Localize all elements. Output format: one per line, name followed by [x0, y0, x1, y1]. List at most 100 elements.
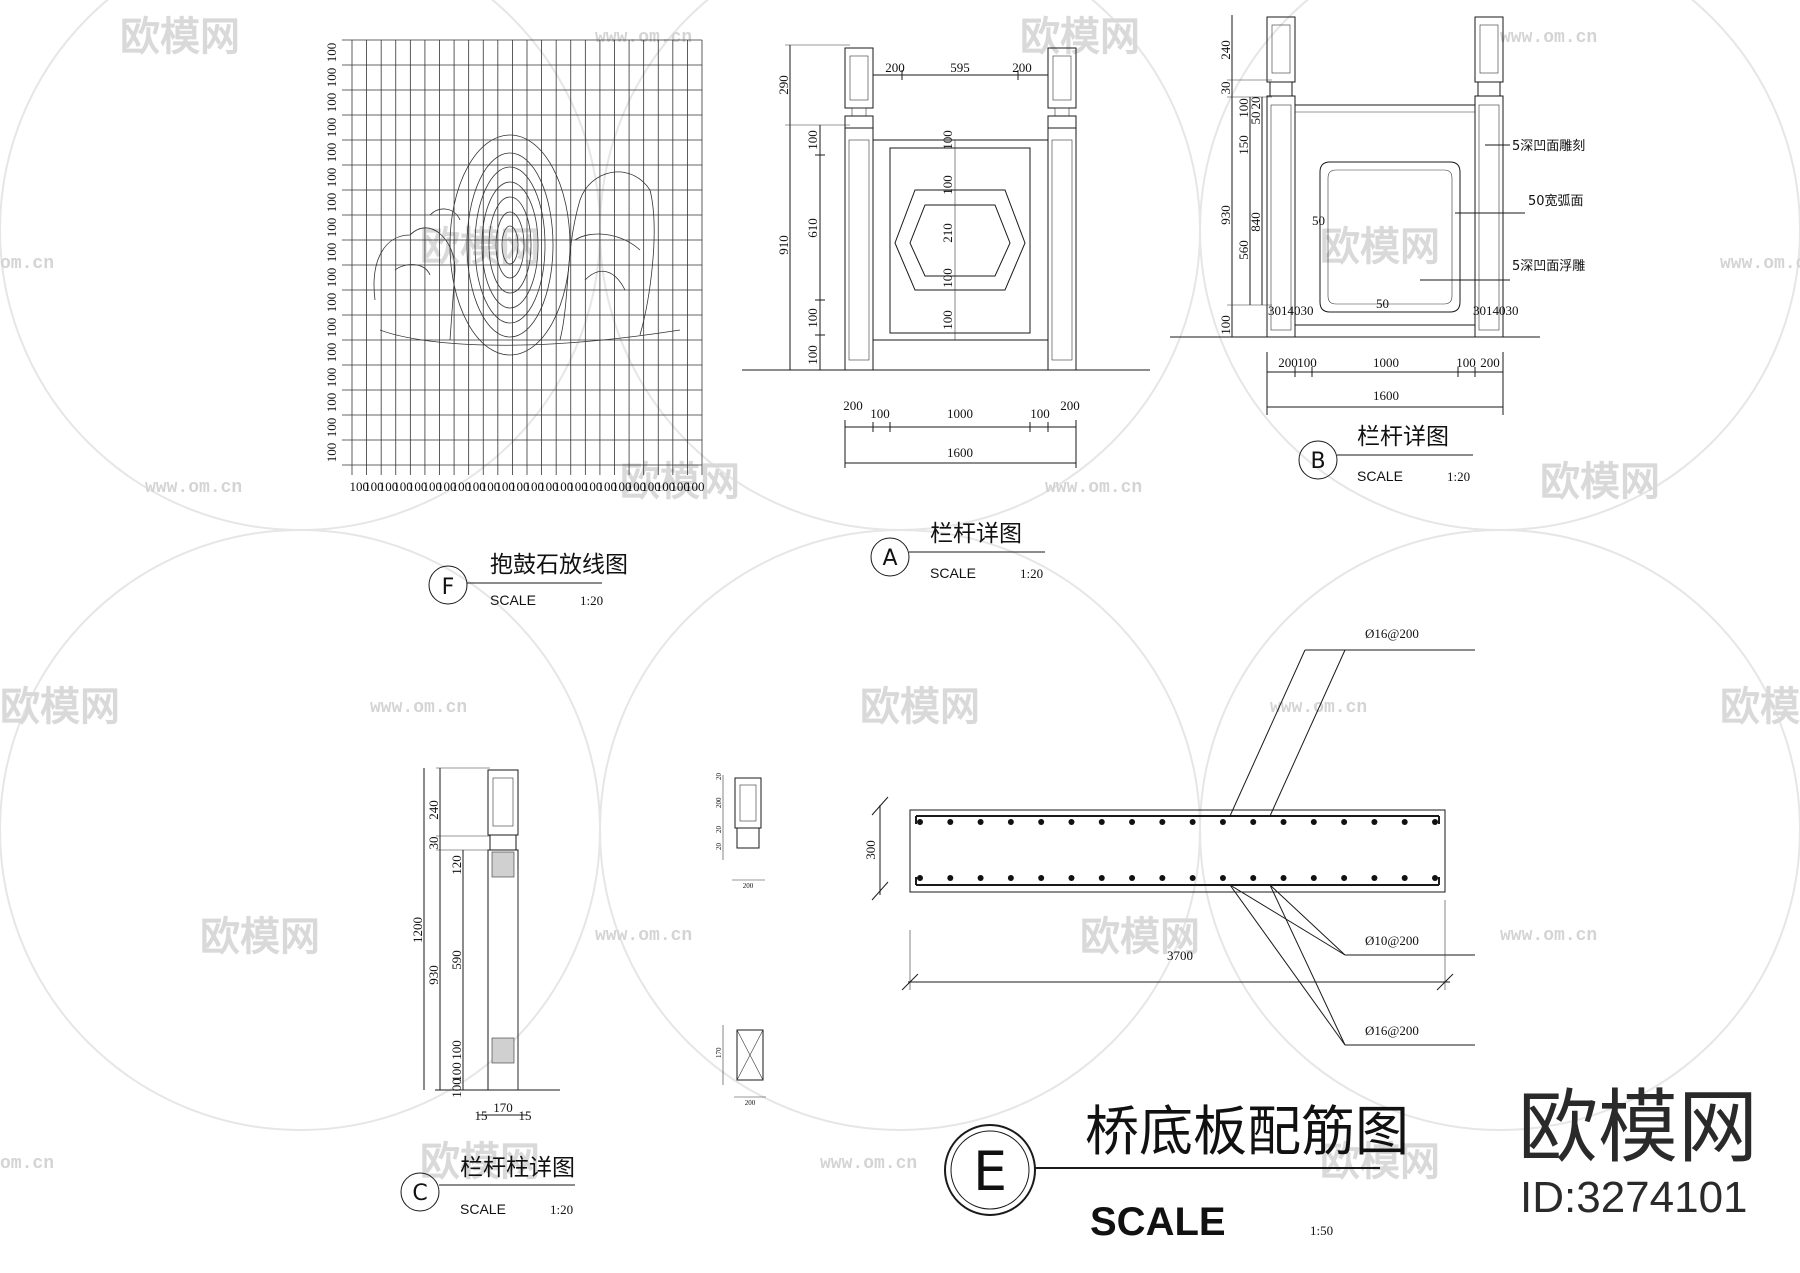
watermark-url: www.om.cn: [820, 1154, 917, 1174]
dim-label: 210: [940, 223, 955, 243]
note-label: 5深凹面雕刻: [1512, 139, 1585, 154]
rebar-label-bottom: Ø16@200: [1365, 1023, 1419, 1038]
small-post-detail: 20 200 20 20 200: [715, 773, 765, 890]
watermark-logo: 欧模网: [1540, 459, 1660, 505]
dimension-left: 240 30 930 100 100 150 560 20 50 840: [1218, 15, 1272, 337]
rebar-dot: [1432, 875, 1438, 881]
grid-label: 100: [324, 193, 339, 213]
dim-height-label: 300: [863, 840, 878, 860]
dim-label: 1200: [410, 917, 425, 943]
dim-label: 3014030: [1473, 303, 1519, 318]
drawing-c-scale-value: 1:20: [550, 1202, 573, 1217]
grid-label: 100: [324, 93, 339, 113]
watermark-logos: 欧模网 欧模网 欧模网 欧模网 欧模网 欧模网 欧模网 欧模网 欧模网 欧模网 …: [0, 14, 1800, 1185]
dim-label: 840: [1248, 212, 1263, 232]
drawing-e: Ø16@200 Ø10@200 Ø16@200 300 3700 E 桥底板配筋…: [863, 626, 1475, 1244]
dim-label: 100: [940, 310, 955, 330]
dim-label: 200: [1480, 355, 1500, 370]
watermark-logo: 欧模网: [120, 14, 240, 60]
dim-label: 200: [743, 882, 754, 890]
dim-label: 910: [776, 235, 791, 255]
rebar-dot: [1432, 819, 1438, 825]
rebar-dot: [1219, 819, 1226, 825]
dim-label: 100: [805, 345, 820, 365]
dimension-panel: 100 100 210 100 100: [940, 130, 956, 340]
watermark-url: www.om.cn: [595, 28, 692, 48]
dim-label: 930: [426, 965, 441, 985]
rebar-dot: [1250, 819, 1257, 825]
dim-label: 100: [870, 406, 890, 421]
grid-label: 100: [466, 479, 486, 494]
drawing-c-scale-label: SCALE: [460, 1201, 506, 1217]
grid-label: 100: [627, 479, 647, 494]
grid-label: 100: [324, 418, 339, 438]
grid-label: 100: [597, 479, 617, 494]
dim-label: 170: [715, 1047, 723, 1058]
rebar-label-top: Ø16@200: [1365, 626, 1419, 641]
grid-label: 100: [393, 479, 413, 494]
grid-label: 100: [324, 393, 339, 413]
railing-post-right: [1474, 16, 1504, 338]
watermark-logo: 欧模网: [1320, 1139, 1440, 1185]
drawing-f-title: 抱鼓石放线图: [490, 552, 628, 578]
watermark-url: www.om.cn: [370, 698, 467, 718]
dim-label: 3014030: [1268, 303, 1314, 318]
grid-label: 100: [324, 168, 339, 188]
watermark-logo: 欧模网: [620, 459, 740, 505]
grid-label: 100: [422, 479, 442, 494]
dim-label: 20: [715, 773, 723, 781]
dim-label: 50: [1248, 112, 1263, 125]
grid-label: 100: [324, 318, 339, 338]
dim-label: 100: [805, 308, 820, 328]
drawing-e-title-block: E 桥底板配筋图 SCALE 1:50: [944, 1100, 1409, 1244]
rebar-dot: [1341, 875, 1348, 881]
grid-label: 100: [525, 479, 545, 494]
dim-label: 15: [519, 1108, 532, 1123]
dim-total: 1600: [947, 445, 973, 460]
dim-label: 120: [449, 855, 464, 875]
rebar-dot: [1189, 875, 1196, 881]
grid-label: 100: [539, 479, 559, 494]
drawing-f-scale-value: 1:20: [580, 593, 603, 608]
drawing-b-scale-value: 1:20: [1447, 469, 1470, 484]
dimension-left: 290 910 100 610 100 100: [776, 44, 850, 371]
dimension-length: 3700: [901, 900, 1454, 991]
note-label: 50宽弧面: [1528, 193, 1584, 209]
rebar-dot: [1068, 819, 1075, 825]
grid-label: 100: [495, 479, 515, 494]
drawing-c-title: 栏杆柱详图: [460, 1155, 575, 1181]
dim-length-label: 3700: [1167, 948, 1193, 963]
drawing-b: 5深凹面雕刻 50宽弧面 5深凹面浮雕 240 30 930 100 100 1…: [1170, 15, 1585, 484]
note-label: 5深凹面浮雕: [1512, 259, 1585, 274]
dim-label: 100: [1297, 355, 1317, 370]
watermark-logo: 欧模网: [200, 914, 320, 960]
dim-label: 30: [426, 837, 441, 850]
grid-label: 100: [324, 293, 339, 313]
grid-labels-bottom: 1001001001001001001001001001001001001001…: [350, 479, 705, 494]
watermark-url: www.om.cn: [145, 478, 242, 498]
drawing-b-title-block: B 栏杆详图 SCALE 1:20: [1298, 424, 1473, 484]
drawing-a-title-block: A 栏杆详图 SCALE 1:20: [870, 521, 1045, 581]
rebar-dot: [1098, 819, 1105, 825]
slab-outline: [909, 809, 1446, 893]
dim-label: 100: [1456, 355, 1476, 370]
dim-label: 100: [449, 1040, 464, 1060]
dimension-height: 300: [863, 796, 889, 901]
dim-label: 100: [940, 268, 955, 288]
railing-panel: [873, 139, 1048, 341]
dimension-bottom: 200 100 1000 100 200 1600: [843, 398, 1080, 468]
rebar-dot: [1280, 875, 1287, 881]
dim-label: 100: [940, 130, 955, 150]
dim-label: 200: [843, 398, 863, 413]
rebar-dot: [1189, 819, 1196, 825]
dim-label: 100: [1218, 315, 1233, 335]
dim-label: 15: [475, 1108, 488, 1123]
railing-post-left: [844, 47, 874, 371]
grid-label: 100: [554, 479, 574, 494]
rebar-dot: [1129, 875, 1136, 881]
grid-label: 100: [656, 479, 676, 494]
railing-post: [487, 769, 519, 1091]
dim-label: 200: [715, 797, 723, 808]
dim-label: 610: [805, 218, 820, 238]
grid-label: 100: [324, 343, 339, 363]
